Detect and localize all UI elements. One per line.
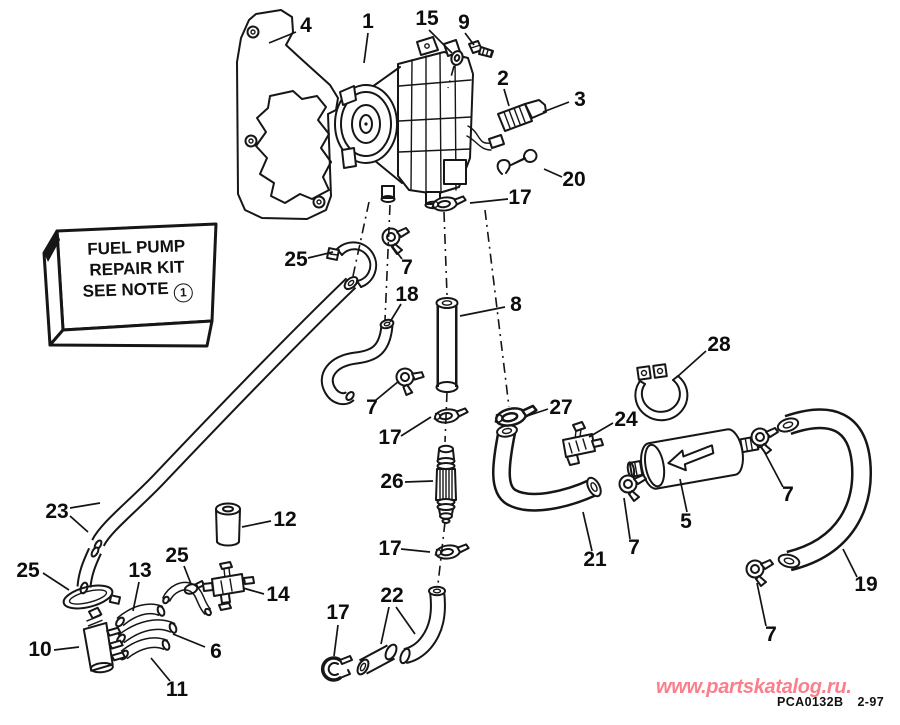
clamp-part25-top bbox=[326, 241, 378, 288]
callout-18: 18 bbox=[395, 283, 419, 306]
hose-part18 bbox=[320, 318, 395, 406]
callout-21: 21 bbox=[583, 548, 607, 571]
alignment-dashes bbox=[352, 65, 510, 585]
callout-8: 8 bbox=[510, 293, 522, 316]
callout-6: 6 bbox=[210, 640, 222, 663]
callout-7-b: 7 bbox=[366, 396, 378, 419]
callout-17-b: 17 bbox=[378, 426, 402, 449]
callout-11: 11 bbox=[165, 678, 189, 701]
clamp-part25-bottom bbox=[62, 584, 122, 610]
watermark: www.partskatalog.ru. bbox=[656, 676, 852, 698]
callout-26: 26 bbox=[380, 470, 404, 493]
callout-7-d: 7 bbox=[782, 483, 794, 506]
callout-17-c: 17 bbox=[378, 537, 402, 560]
callout-28: 28 bbox=[707, 333, 731, 356]
tee-fitting-part14 bbox=[202, 561, 255, 611]
clamp-part7-e bbox=[745, 559, 774, 587]
callout-23: 23 bbox=[45, 500, 69, 523]
callout-14: 14 bbox=[266, 583, 290, 606]
callout-12: 12 bbox=[273, 508, 297, 531]
hose-part6 bbox=[116, 619, 178, 645]
hose-part13 bbox=[115, 603, 166, 628]
plug-part12 bbox=[215, 502, 241, 547]
callout-25-a: 25 bbox=[284, 248, 308, 271]
callout-13: 13 bbox=[128, 559, 152, 582]
filter-part26 bbox=[435, 444, 457, 524]
clamp-part17-bottom bbox=[320, 655, 353, 682]
callout-17-a: 17 bbox=[508, 186, 532, 209]
callout-25-b: 25 bbox=[16, 559, 40, 582]
clamp-part27 bbox=[492, 402, 540, 430]
clamp-part17-b bbox=[432, 405, 470, 426]
clamp-part17-c bbox=[433, 541, 471, 562]
fitting-part24 bbox=[562, 421, 604, 466]
callout-20: 20 bbox=[562, 168, 586, 191]
note-number-circle: 1 bbox=[173, 283, 194, 303]
callout-4: 4 bbox=[300, 14, 312, 37]
callout-9: 9 bbox=[458, 11, 470, 34]
fuel-filter-part5 bbox=[626, 428, 767, 490]
drawing-code: PCA0132B 2-97 bbox=[777, 695, 884, 709]
drawing-code-number: PCA0132B bbox=[777, 695, 844, 709]
callout-24: 24 bbox=[614, 408, 638, 431]
hose-part11 bbox=[119, 637, 171, 661]
fitting-part10 bbox=[82, 606, 126, 674]
callout-2: 2 bbox=[497, 67, 509, 90]
callout-22: 22 bbox=[380, 584, 404, 607]
fuel-pump-part1 bbox=[334, 36, 505, 210]
callout-3: 3 bbox=[574, 88, 586, 111]
callout-7-e: 7 bbox=[765, 623, 777, 646]
clip-part20 bbox=[496, 148, 538, 175]
hose-part23 bbox=[76, 275, 359, 595]
drawing-code-revision: 2-97 bbox=[857, 695, 885, 709]
callout-1: 1 bbox=[362, 10, 374, 33]
clamp-part7-c bbox=[618, 474, 647, 502]
callout-19: 19 bbox=[854, 573, 878, 596]
leader-lines bbox=[42, 29, 858, 682]
callout-25-c: 25 bbox=[165, 544, 189, 567]
hose-part19 bbox=[776, 408, 873, 572]
clamp-part28 bbox=[634, 363, 689, 422]
callout-17-d: 17 bbox=[326, 601, 350, 624]
callout-7-a: 7 bbox=[401, 256, 413, 279]
note-box bbox=[42, 222, 218, 348]
callout-27: 27 bbox=[549, 396, 573, 419]
hose-part21 bbox=[492, 424, 602, 512]
tube-part8 bbox=[435, 297, 459, 393]
washer-part15 bbox=[450, 50, 464, 66]
hose-small-curl bbox=[161, 580, 212, 617]
callout-10: 10 bbox=[28, 638, 52, 661]
callout-5: 5 bbox=[680, 510, 692, 533]
callout-15: 15 bbox=[415, 7, 439, 30]
callout-7-c: 7 bbox=[628, 536, 640, 559]
screw-part9 bbox=[468, 40, 494, 58]
hose-part22 bbox=[356, 585, 446, 676]
bracket-part4 bbox=[236, 9, 339, 220]
connector-parts2-3 bbox=[497, 99, 547, 132]
